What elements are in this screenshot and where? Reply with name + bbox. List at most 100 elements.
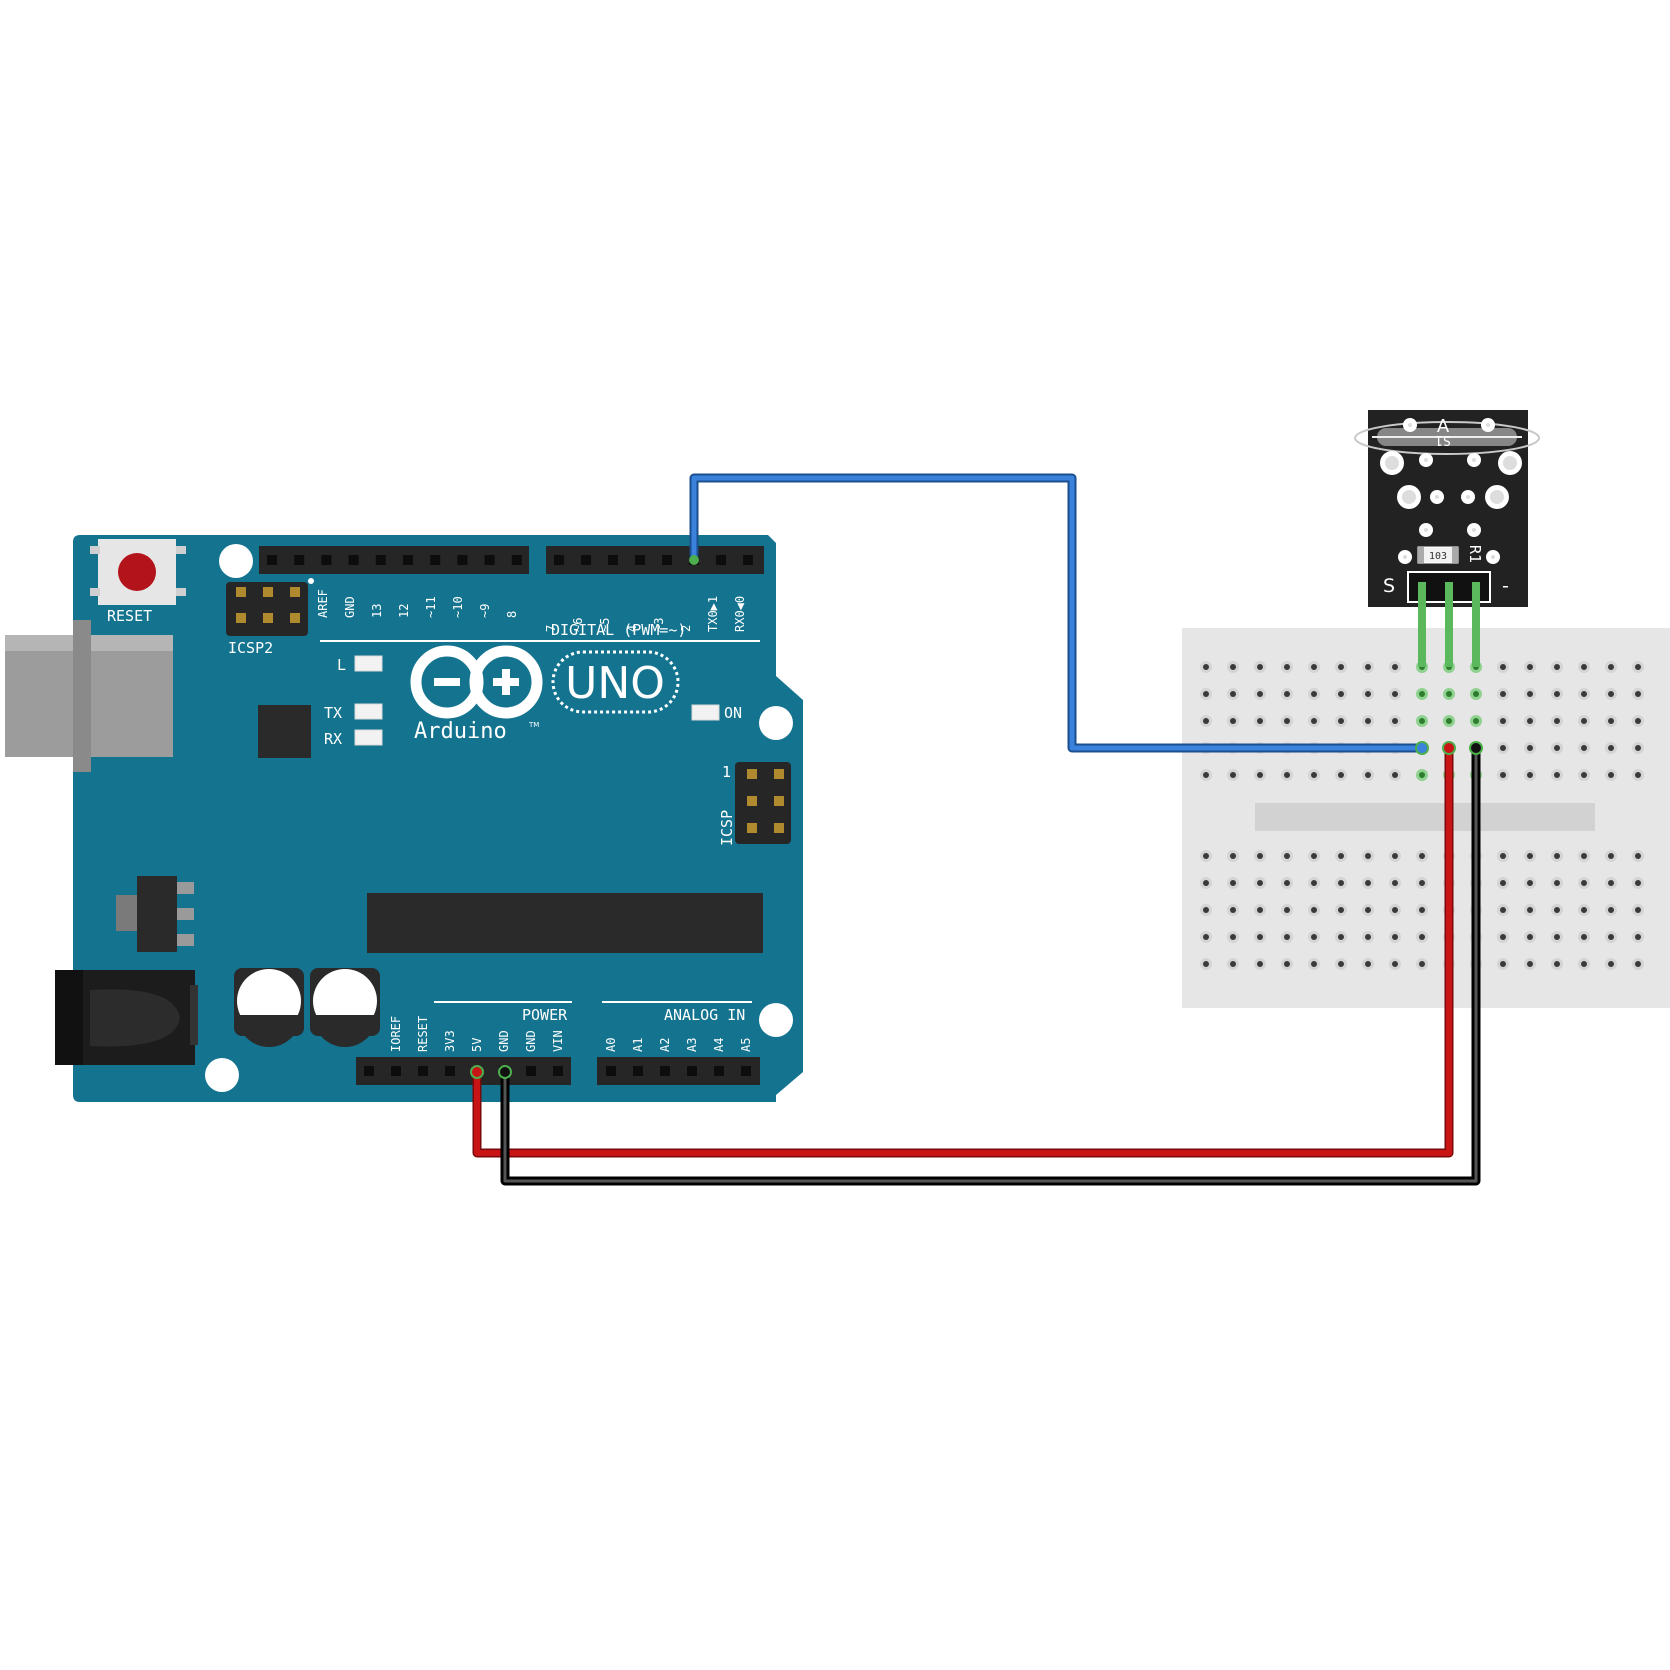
header-pin-socket[interactable] [457,555,468,565]
header-pin-socket[interactable] [430,555,441,565]
header-pin-socket[interactable] [445,1066,455,1076]
digital-label: DIGITAL (PWM=~) [551,621,686,639]
breadboard-hole-center [1635,907,1641,913]
pin-label: ~9 [478,604,492,618]
breadboard-hole-center [1338,853,1344,859]
breadboard-hole-center [1203,934,1209,940]
breadboard-hole-center [1230,718,1236,724]
header-pin-socket[interactable] [418,1066,428,1076]
breadboard-hole-center [1635,664,1641,670]
led-rx [354,729,383,746]
breadboard-hole-center [1230,907,1236,913]
breadboard-hole-center [1419,934,1425,940]
header-pin-socket[interactable] [606,1066,616,1076]
breadboard-hole-center [1608,961,1614,967]
breadboard-hole-center [1527,745,1533,751]
led-l [354,655,383,672]
header-pin-socket[interactable] [716,555,726,565]
header-pin-socket[interactable] [662,555,672,565]
header-pin-socket[interactable] [741,1066,751,1076]
header-pin-socket[interactable] [714,1066,724,1076]
icsp-pin [747,796,757,806]
pin-label: A4 [712,1038,726,1052]
voltage-regulator [116,876,194,952]
header-pin-socket[interactable] [660,1066,670,1076]
icsp2-pin [236,613,246,623]
header-pin-socket[interactable] [633,1066,643,1076]
microcontroller-chip [367,893,763,953]
breadboard-hole-center [1500,718,1506,724]
breadboard-hole-center [1338,664,1344,670]
breadboard-hole-center [1608,745,1614,751]
header-pin-socket[interactable] [375,555,386,565]
module-pin-s [1418,582,1426,667]
header-pin-socket[interactable] [403,555,413,565]
pin-label: 12 [397,604,411,618]
breadboard-hole-center [1257,853,1263,859]
header-pin-socket[interactable] [554,555,564,565]
pin-label: ~3 [652,618,666,632]
breadboard-hole-center [1203,961,1209,967]
pin-label: RX0◀0 [733,596,747,632]
breadboard-hole-center [1203,718,1209,724]
breadboard-hole-center [1230,853,1236,859]
icsp2-header [226,582,308,636]
breadboard-hole-center [1392,907,1398,913]
breadboard-hole-center [1365,718,1371,724]
breadboard-hole-center [1203,880,1209,886]
header-pin-socket[interactable] [348,555,359,565]
header-pin-socket[interactable] [581,555,591,565]
header-pin-socket[interactable] [635,555,645,565]
header-pin-socket[interactable] [743,555,753,565]
module-pins [1418,582,1480,667]
breadboard-hole-center [1284,853,1290,859]
breadboard-hole-center [1500,880,1506,886]
breadboard-hole-center [1581,745,1587,751]
reset-button[interactable] [90,539,186,605]
header-pin-socket[interactable] [267,555,277,565]
breadboard-hole-center [1635,745,1641,751]
breadboard-hole-center [1635,718,1641,724]
breadboard-hole-center [1311,961,1317,967]
breadboard-hole-center [1230,772,1236,778]
icsp-pin [747,823,757,833]
breadboard-hole-center [1446,718,1452,724]
header-pin-socket[interactable] [484,555,495,565]
breadboard-hole-center [1554,853,1560,859]
header-pin-socket[interactable] [687,1066,697,1076]
icsp-pin [747,769,757,779]
pin-label: A1 [631,1038,645,1052]
header-pin-socket[interactable] [321,555,332,565]
breadboard-hole-center [1311,907,1317,913]
icsp2-label: ICSP2 [228,639,273,657]
pin-label: 5V [470,1038,484,1052]
header-pin-socket[interactable] [526,1066,536,1076]
breadboard-hole-center [1608,934,1614,940]
pin-label: 3V3 [443,1030,457,1052]
led-on [691,704,720,721]
signal-pin-label: S [1383,575,1395,597]
breadboard-hole-center [1230,880,1236,886]
wires [470,473,1483,1186]
breadboard-hole-center [1635,934,1641,940]
icsp-pin [774,769,784,779]
header-pin-socket[interactable] [553,1066,563,1076]
breadboard-hole-center [1230,961,1236,967]
header-pin-socket[interactable] [364,1066,374,1076]
breadboard-hole-center [1554,772,1560,778]
header-pin-socket[interactable] [608,555,618,565]
breadboard-hole-center [1338,961,1344,967]
led-tx-label: TX [324,704,342,722]
pin-label: GND [497,1030,511,1052]
header-pin-socket[interactable] [511,555,522,565]
breadboard-hole-center [1419,772,1425,778]
breadboard-hole-center [1311,934,1317,940]
breadboard-hole-center [1392,718,1398,724]
reset-label: RESET [107,607,152,625]
breadboard-hole-center [1554,934,1560,940]
trademark-label: TM [528,721,539,729]
header-pin-socket[interactable] [294,555,305,565]
breadboard-hole-center [1365,853,1371,859]
header-pin-socket[interactable] [391,1066,401,1076]
breadboard-hole-center [1581,961,1587,967]
